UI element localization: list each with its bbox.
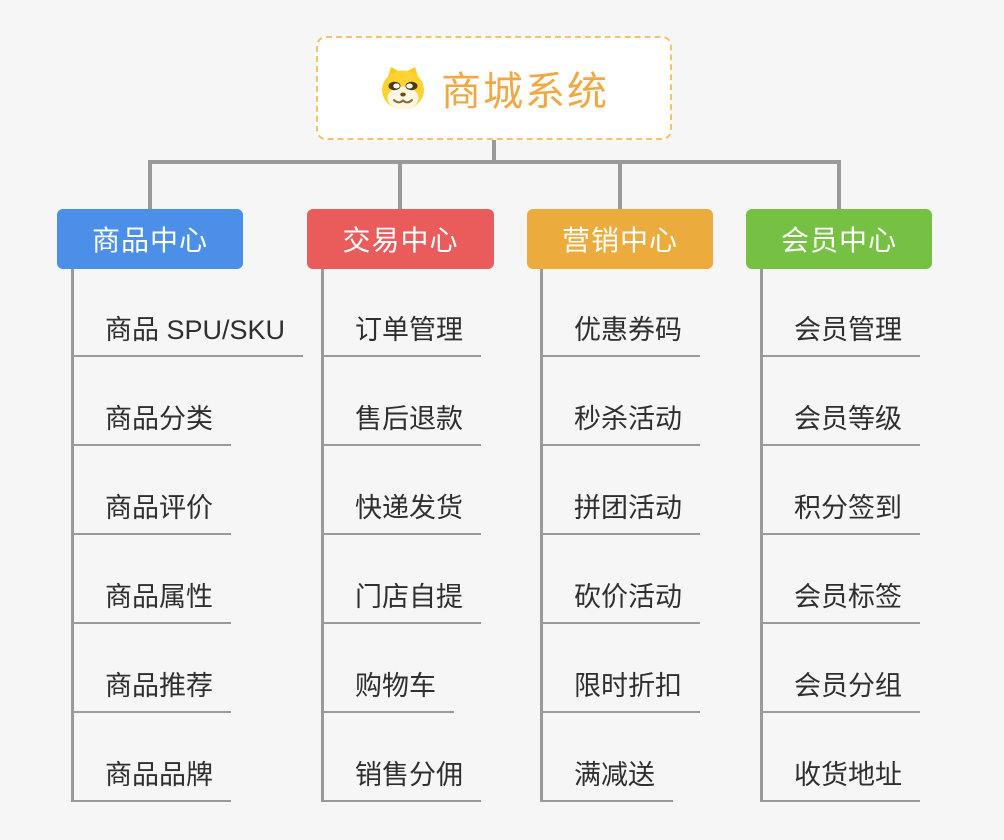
leaf-item[interactable]: 商品分类 [71,401,231,446]
root-stem-line [492,138,496,162]
shiba-dog-icon [382,67,424,110]
leaf-item[interactable]: 会员管理 [760,312,920,357]
leaf-item[interactable]: 优惠券码 [540,312,700,357]
leaf-item[interactable]: 会员等级 [760,401,920,446]
leaf-item[interactable]: 满减送 [540,757,673,802]
branch-product-center[interactable]: 商品中心 [57,209,243,269]
branch-bus-line [148,160,841,164]
branch-trade-center[interactable]: 交易中心 [307,209,494,269]
leaf-item[interactable]: 商品属性 [71,579,231,624]
leaf-item[interactable]: 快递发货 [321,490,481,535]
branch-member-center[interactable]: 会员中心 [746,209,932,269]
leaf-item[interactable]: 商品 SPU/SKU [71,312,304,357]
branch-label: 交易中心 [342,225,459,256]
leaf-item[interactable]: 售后退款 [321,401,481,446]
leaf-item[interactable]: 购物车 [321,668,454,713]
leaf-item[interactable]: 商品品牌 [71,757,231,802]
leaf-item[interactable]: 商品评价 [71,490,231,535]
leaf-item[interactable]: 商品推荐 [71,668,231,713]
leaf-item[interactable]: 限时折扣 [540,668,700,713]
leaf-item[interactable]: 销售分佣 [321,757,481,802]
leaf-item[interactable]: 砍价活动 [540,579,700,624]
branch-marketing-center[interactable]: 营销中心 [527,209,713,269]
drop-line-marketing [618,160,622,210]
leaf-item[interactable]: 会员标签 [760,579,920,624]
drop-line-member [837,160,841,210]
leaf-item[interactable]: 秒杀活动 [540,401,700,446]
leaf-item[interactable]: 收货地址 [760,757,920,802]
root-title: 商城系统 [441,70,609,114]
drop-line-product [148,160,152,210]
branch-label: 商品中心 [91,225,208,256]
leaf-item[interactable]: 订单管理 [321,312,481,357]
drop-line-trade [398,160,402,210]
branch-label: 营销中心 [561,225,678,256]
leaf-item[interactable]: 会员分组 [760,668,920,713]
leaf-item[interactable]: 门店自提 [321,579,481,624]
branch-label: 会员中心 [780,225,897,256]
leaf-item[interactable]: 积分签到 [760,490,920,535]
leaf-item[interactable]: 拼团活动 [540,490,700,535]
root-node[interactable]: 商城系统 [316,36,672,140]
